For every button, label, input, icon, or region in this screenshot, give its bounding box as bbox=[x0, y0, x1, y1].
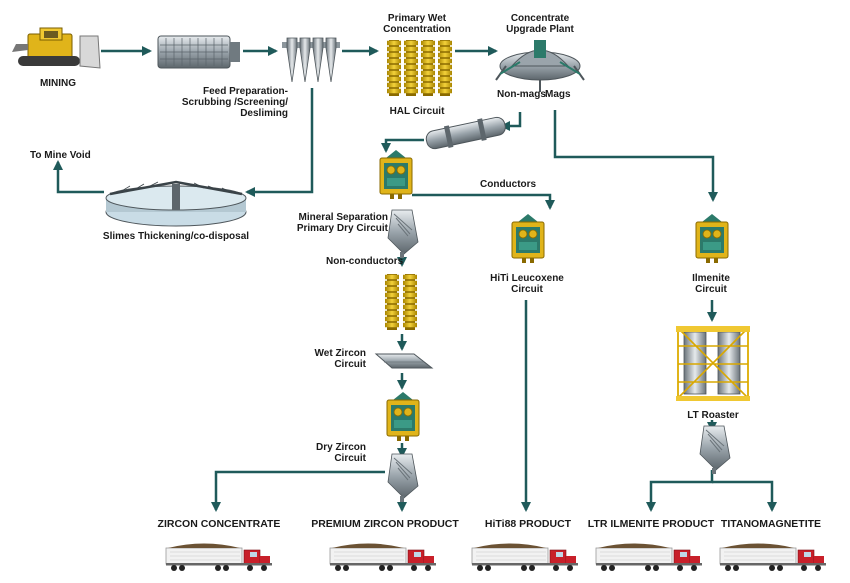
label-feed-preparation: Feed Preparation- Scrubbing /Screening/ … bbox=[181, 86, 288, 119]
label-concentrate-upgrade-plant: Concentrate Upgrade Plant bbox=[506, 13, 574, 35]
truck-hiti88-icon bbox=[471, 543, 579, 572]
label-conductors: Conductors bbox=[480, 179, 537, 190]
truck-titanomagnetite-icon bbox=[719, 543, 827, 572]
flow-conductors-to-hiti bbox=[412, 193, 555, 210]
label-mineral-separation: Mineral Separation Primary Dry Circuit bbox=[296, 212, 388, 234]
product-premium-zircon: PREMIUM ZIRCON PRODUCT bbox=[311, 518, 459, 530]
zircon-separator-icon bbox=[386, 391, 420, 442]
flow-dryer-to-primary-dry bbox=[381, 138, 424, 153]
rotary-dryer-icon bbox=[425, 116, 506, 150]
dry-zircon-hopper-icon bbox=[387, 453, 419, 503]
label-slimes-thickening: Slimes Thickening/co-disposal bbox=[102, 231, 250, 242]
flow-mags-to-ilmenite bbox=[553, 110, 718, 202]
label-to-mine-void: To Mine Void bbox=[30, 150, 91, 161]
label-mining: MINING bbox=[39, 78, 77, 89]
product-ltr-ilmenite: LTR ILMENITE PRODUCT bbox=[587, 518, 715, 530]
flow-nonmags-to-dryer bbox=[500, 112, 522, 131]
label-mags: Mags bbox=[545, 89, 571, 100]
label-dry-zircon-circuit: Dry Zircon Circuit bbox=[315, 442, 366, 464]
flow-slimes-to-mine-void bbox=[53, 160, 104, 194]
product-zircon-concentrate: ZIRCON CONCENTRATE bbox=[157, 518, 281, 530]
truck-zircon-concentrate-icon bbox=[165, 543, 273, 572]
wet-table-icon bbox=[374, 353, 434, 369]
primary-dry-hopper-icon bbox=[387, 209, 419, 259]
label-non-mags: Non-mags bbox=[497, 89, 546, 100]
flow-to-zircon-concentrate bbox=[211, 470, 385, 512]
hal-spirals-icon bbox=[387, 40, 452, 96]
label-lt-roaster: LT Roaster bbox=[687, 410, 739, 421]
label-wet-zircon-circuit: Wet Zircon Circuit bbox=[314, 348, 366, 370]
primary-dry-separator-icon bbox=[379, 149, 413, 200]
flow-cyclones-to-slimes bbox=[245, 88, 314, 197]
flow-to-titanomagnetite bbox=[712, 480, 777, 512]
product-hiti88: HiTi88 PRODUCT bbox=[484, 518, 572, 530]
zircon-spirals-icon bbox=[385, 274, 417, 330]
product-titanomagnetite: TITANOMAGNETITE bbox=[720, 518, 822, 530]
flow-to-ltr-ilmenite bbox=[646, 470, 714, 512]
label-non-conductors: Non-conductors bbox=[326, 256, 404, 267]
bulldozer-icon bbox=[12, 27, 101, 69]
truck-premium-zircon-icon bbox=[329, 543, 437, 572]
label-hiti-leucoxene-circuit: HiTi Leucoxene Circuit bbox=[490, 273, 564, 295]
ilmenite-separator-icon bbox=[695, 213, 729, 264]
lt-roaster-hopper-icon bbox=[699, 425, 731, 475]
thickener-icon bbox=[105, 180, 247, 227]
scrubber-trommel-icon bbox=[157, 35, 240, 69]
truck-ltr-ilmenite-icon bbox=[595, 543, 703, 572]
cyclones-icon bbox=[282, 37, 340, 83]
hiti-separator-icon bbox=[511, 213, 545, 264]
label-hal-circuit: HAL Circuit bbox=[389, 106, 445, 117]
lt-roaster-icon bbox=[676, 326, 750, 401]
magnetic-separator-icon bbox=[495, 40, 585, 92]
label-primary-wet-concentration: Primary Wet Concentration bbox=[383, 13, 451, 35]
label-ilmenite-circuit: Ilmenite Circuit bbox=[692, 273, 730, 295]
